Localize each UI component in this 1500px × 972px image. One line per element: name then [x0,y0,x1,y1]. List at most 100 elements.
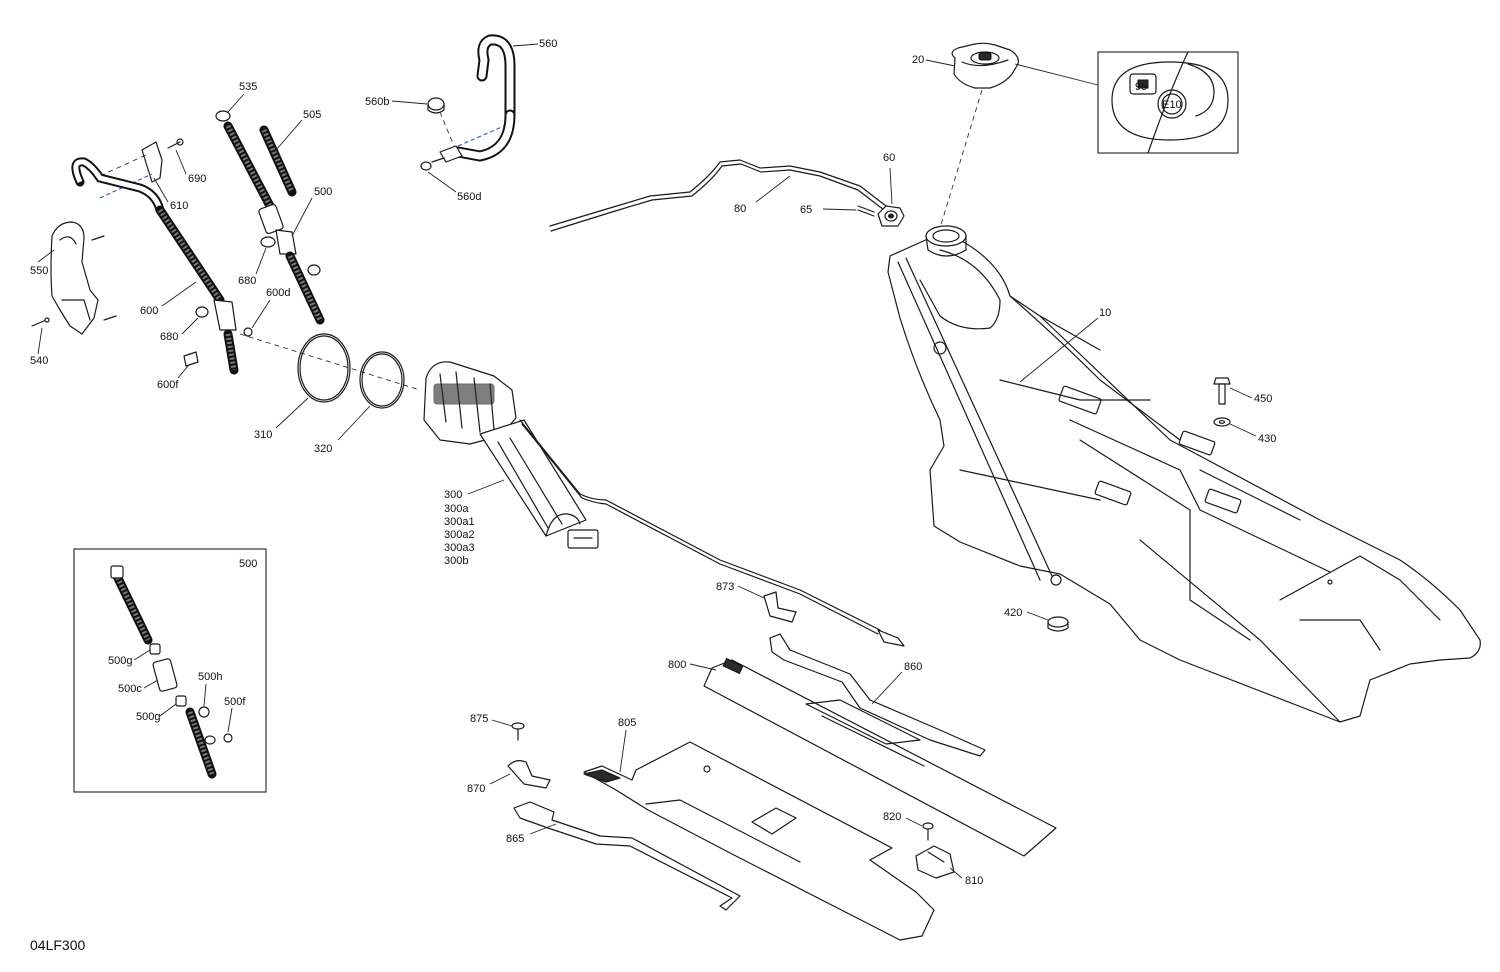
callout-450: 450 [1254,393,1272,405]
callout-610: 610 [170,200,188,212]
fitting-560d [420,145,463,171]
callout-540: 540 [30,355,48,367]
leader-800 [689,663,717,671]
leader-505 [275,119,303,151]
leader-860 [871,671,903,705]
leader-600d [251,299,271,329]
leader-550 [37,249,55,263]
leader-610 [153,177,169,203]
leader-805 [619,729,627,773]
callout-310: 310 [254,429,272,441]
callout-500f: 500f [224,696,246,708]
callout-20: 20 [912,54,924,66]
callout-430: 430 [1258,433,1276,445]
callout-600d: 600d [266,287,290,299]
leader-20 [925,59,956,67]
callout-873: 873 [716,581,734,593]
callout-80: 80 [734,203,746,215]
leader-535 [227,93,245,113]
leader-310 [275,397,309,429]
clamp-680-lower [195,306,209,318]
sender-cable [519,419,905,647]
clamp-680-upper [260,236,276,248]
callout-600: 600 [140,305,158,317]
bolt-450 [1213,377,1231,405]
screw-875 [511,722,525,741]
callout-300a2: 300a2 [444,529,475,541]
bracket-axis-a [99,153,149,177]
leader-680b [181,317,199,335]
clamp-560b-axis [439,111,455,147]
leader-820 [905,817,923,827]
callout-680-lower: 680 [160,331,178,343]
cap-axis [939,89,983,229]
callout-420: 420 [1004,607,1022,619]
leader-500 [291,197,313,237]
callout-300a1: 300a1 [444,516,475,528]
callout-560b: 560b [365,96,389,108]
cap-detail-leader [1014,63,1099,86]
callout-690: 690 [188,173,206,185]
screw-550-right [103,315,117,321]
screw-540 [31,317,50,327]
clip-870 [507,760,551,789]
callout-500h: 500h [198,671,222,683]
leader-500c [143,679,159,689]
callout-600f: 600f [157,379,179,391]
fitting-65 [857,205,875,217]
heat-shield-805 [583,741,935,941]
clip-873 [763,591,797,623]
callout-805: 805 [618,717,636,729]
callout-inset-500: 500 [239,558,257,570]
callout-65: 65 [800,204,812,216]
clip-810 [915,845,955,879]
callout-680-upper: 680 [238,275,256,287]
callout-300a3: 300a3 [444,542,475,554]
leader-600f [177,365,189,379]
leader-600 [161,281,197,307]
leader-500f [227,707,233,733]
fuel-tank [887,225,1481,723]
hose-500 [223,121,325,325]
leader-865 [529,823,557,835]
grommet-60 [877,205,905,227]
hose-560 [452,34,516,162]
callout-560d: 560d [457,191,481,203]
callout-865: 865 [506,833,524,845]
callout-500: 500 [314,186,332,198]
cap-detail-inset: 95 E10 [1097,51,1239,154]
callout-500g-lower: 500g [136,711,160,723]
bracket-610 [141,141,163,183]
callout-820: 820 [883,811,901,823]
callout-800: 800 [668,659,686,671]
leader-450 [1229,387,1253,399]
callout-320: 320 [314,443,332,455]
leader-873 [737,585,765,599]
ring-320 [359,351,405,409]
callout-560: 560 [539,38,557,50]
leader-320 [337,405,371,441]
callout-550: 550 [30,265,48,277]
callout-500g-upper: 500g [108,655,132,667]
leader-500g-b [159,703,177,717]
leader-560 [512,43,539,47]
callout-500c: 500c [118,683,142,695]
leader-680a [255,247,267,275]
callout-810: 810 [965,875,983,887]
leader-560b [391,100,428,105]
washer-430 [1213,417,1231,427]
callout-60: 60 [883,152,895,164]
hose-505 [259,125,297,197]
leader-420 [1026,611,1049,621]
leader-300 [467,479,505,495]
callout-10: 10 [1099,307,1111,319]
callout-300a: 300a [444,503,469,515]
callout-875: 875 [470,713,488,725]
callout-300b: 300b [444,555,468,567]
callout-860: 860 [904,661,922,673]
pad-420 [1047,616,1069,632]
bracket-865 [513,801,741,911]
leader-80 [755,175,791,203]
oring-600d [243,327,253,337]
vent-line-80 [549,159,887,232]
